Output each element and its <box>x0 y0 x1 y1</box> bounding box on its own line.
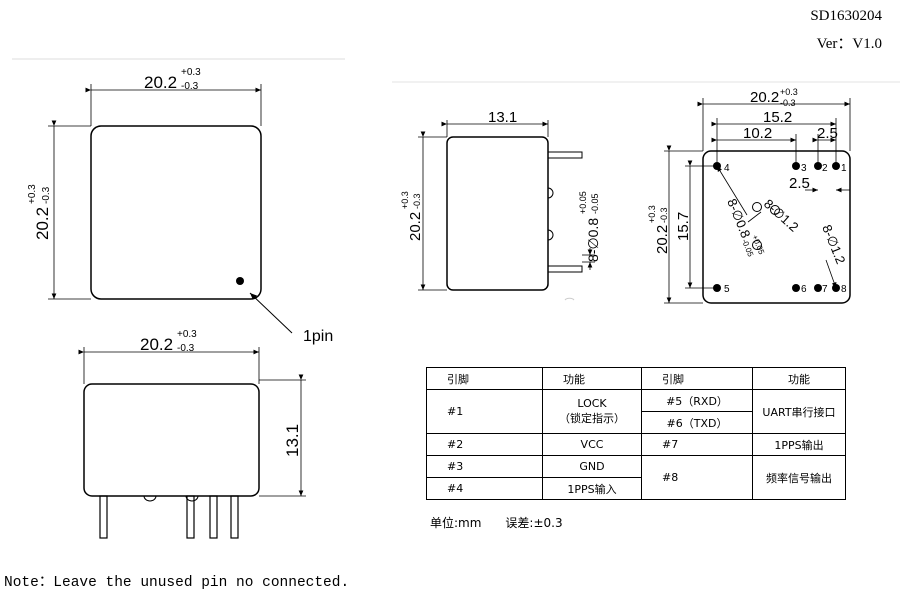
cell-function-2: 1PPS输出 <box>752 433 846 456</box>
dim-side-width: 13.1 <box>488 109 517 126</box>
pin-label-3: 3 <box>801 163 807 174</box>
cell-function: GND <box>542 455 642 478</box>
cell-pin: #4 <box>426 477 543 500</box>
pin-label-6: 6 <box>801 284 807 295</box>
dim-bottom-pin-diameter: 8-∅0.8 <box>724 197 753 241</box>
pin-label-8: 8 <box>841 284 847 295</box>
dim-side-height-tol-plus: +0.3 <box>400 191 410 209</box>
dim-front-width-tol-minus: -0.3 <box>177 343 195 354</box>
table-header-row: 引脚 功能 引脚 功能 <box>426 367 846 390</box>
doc-version: Ver：V1.0 <box>816 36 882 52</box>
pin-label-7: 7 <box>822 284 828 295</box>
dim-top-height: 20.2 <box>33 207 52 240</box>
dim-front-width-tol-plus: +0.3 <box>177 329 197 340</box>
pin1-dot <box>236 277 244 285</box>
dim-top-width-tol-plus: +0.3 <box>181 67 201 78</box>
cell-pin-2: #8 <box>641 455 753 500</box>
cell-function-line2: （锁定指示） <box>559 412 625 425</box>
dim-side-height: 20.2 <box>407 212 424 241</box>
cell-function: 1PPS输入 <box>542 477 642 500</box>
dim-front-height: 13.1 <box>283 424 302 457</box>
cell-function-2: 频率信号输出 <box>752 455 846 500</box>
dim-top-height-tol-minus: -0.3 <box>41 186 52 204</box>
dim-bottom-width-tol-minus: -0.3 <box>780 98 796 108</box>
dim-bottom-height-tol-minus: -0.3 <box>659 207 669 223</box>
cell-pin: #2 <box>426 433 543 456</box>
dim-top-width: 20.2 <box>144 73 177 92</box>
dim-pin-spacing: 10.2 <box>743 125 772 142</box>
col-header-function-2: 功能 <box>752 367 846 390</box>
col-header-pin: 引脚 <box>426 367 543 390</box>
dim-hole-diameter-right: 8-∅1.2 <box>819 223 848 267</box>
col-header-pin-2: 引脚 <box>641 367 753 390</box>
pin-label-4: 4 <box>724 163 730 174</box>
cell-pin: #1 <box>426 389 543 434</box>
cell-function-2: UART串行接口 <box>752 389 846 434</box>
bottom-view: 20.2 +0.3 -0.3 15.2 10.2 2.5 2.5 20.2 +0… <box>647 87 851 304</box>
pin-label-5: 5 <box>724 284 730 295</box>
dim-hole-diameter-center: 8-∅1.2 <box>761 196 801 235</box>
dim-bottom-width-tol-plus: +0.3 <box>780 87 798 97</box>
cell-pin: #3 <box>426 455 543 478</box>
front-view: 20.2 +0.3 -0.3 13.1 <box>78 329 306 539</box>
dim-front-width: 20.2 <box>140 335 173 354</box>
cell-function: VCC <box>542 433 642 456</box>
dim-side-height-tol-minus: -0.3 <box>412 193 422 209</box>
dim-top-height-tol-plus: +0.3 <box>27 184 38 204</box>
dim-pin-height: 15.7 <box>675 212 692 241</box>
pin-function-table: 引脚 功能 引脚 功能 #1 LOCK （锁定指示） #5（RXD） UART串… <box>426 367 846 500</box>
table-row: #1 LOCK （锁定指示） #5（RXD） UART串行接口 <box>426 389 846 434</box>
dim-pin-diameter-tol-minus: -0.05 <box>590 193 600 214</box>
pin-label-2: 2 <box>822 163 828 174</box>
dim-pin-pitch-top: 2.5 <box>817 125 838 142</box>
dim-pin-diameter: 8-∅0.8 <box>585 218 601 262</box>
dim-pin-span: 15.2 <box>763 109 792 126</box>
cell-pin-2: #6（TXD） <box>641 411 753 434</box>
cell-function-line1: LOCK <box>577 397 607 410</box>
top-view: 20.2 +0.3 -0.3 20.2 +0.3 -0.3 1pin <box>27 67 333 345</box>
pin1-label: 1pin <box>303 328 333 345</box>
col-header-function: 功能 <box>542 367 642 390</box>
table-row: #4 1PPS输入 <box>426 477 846 500</box>
dim-bottom-width: 20.2 <box>750 89 779 106</box>
dim-pin-diameter-tol-plus: +0.05 <box>578 191 588 214</box>
side-view: 13.1 20.2 +0.3 -0.3 8-∅0.8 +0.05 -0.05 <box>400 109 601 301</box>
dim-bottom-height-tol-plus: +0.3 <box>647 205 657 223</box>
doc-number: SD1630204 <box>810 8 882 24</box>
cell-pin-2: #7 <box>641 433 753 456</box>
table-row: #3 GND #8 频率信号输出 <box>426 455 846 500</box>
footer-note: Note：Leave the unused pin no connected. <box>4 575 350 591</box>
unit-tolerance-note: 单位:mm 误差:±0.3 <box>430 516 563 530</box>
cell-pin-2: #5（RXD） <box>641 389 753 412</box>
table-row: #2 VCC #7 1PPS输出 <box>426 433 846 456</box>
cell-function: LOCK （锁定指示） <box>542 389 642 434</box>
dim-pin-pitch-side: 2.5 <box>789 175 810 192</box>
dim-top-width-tol-minus: -0.3 <box>181 81 199 92</box>
pin-label-1: 1 <box>841 163 847 174</box>
dim-bottom-height: 20.2 <box>654 225 671 254</box>
